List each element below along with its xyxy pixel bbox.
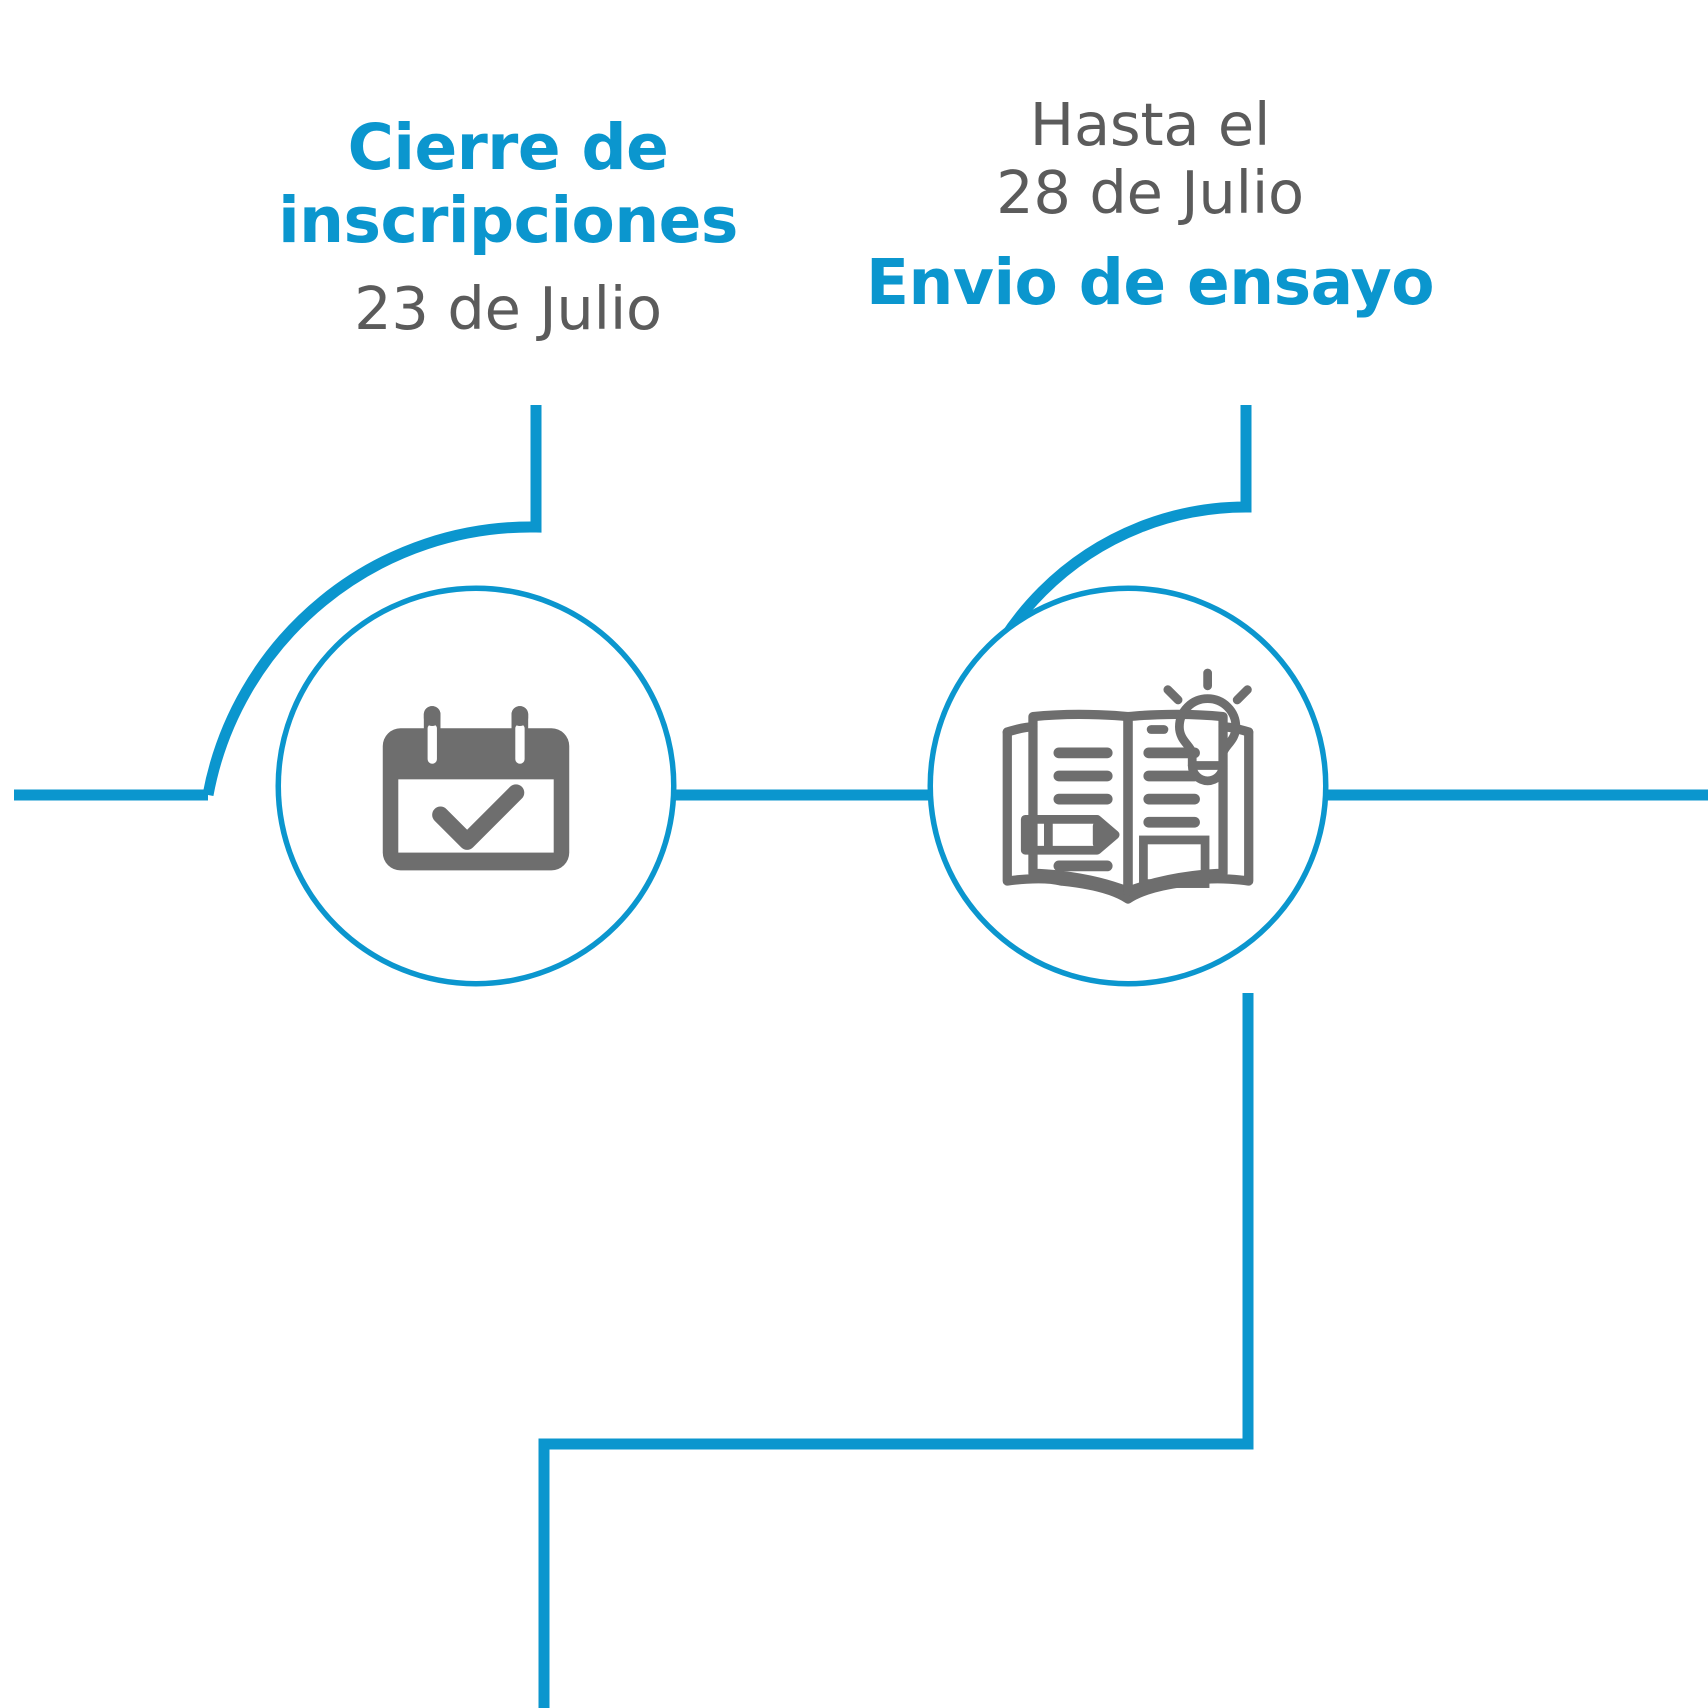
open-book-idea-icon (1002, 668, 1254, 904)
timeline-node-envio-de-ensayo[interactable] (933, 591, 1323, 981)
connector-arc-node-1 (202, 405, 542, 797)
milestone-date-cierre-de-inscripciones: 23 de Julio (354, 274, 662, 344)
calendar-check-icon (382, 706, 570, 871)
milestone-title-envio-de-ensayo: Envio de ensayo (865, 245, 1435, 319)
timeline-node-cierre-de-inscripciones[interactable] (281, 591, 671, 981)
milestone-label-cierre-de-inscripciones: Cierre de inscripciones 23 de Julio (178, 92, 838, 362)
connector-descender (538, 993, 1254, 1708)
milestone-label-envio-de-ensayo: Hasta el 28 de Julio Envio de ensayo (800, 72, 1500, 338)
milestone-date-envio-de-ensayo: Hasta el 28 de Julio (996, 89, 1304, 227)
milestone-title-cierre-de-inscripciones: Cierre de inscripciones (278, 110, 738, 257)
